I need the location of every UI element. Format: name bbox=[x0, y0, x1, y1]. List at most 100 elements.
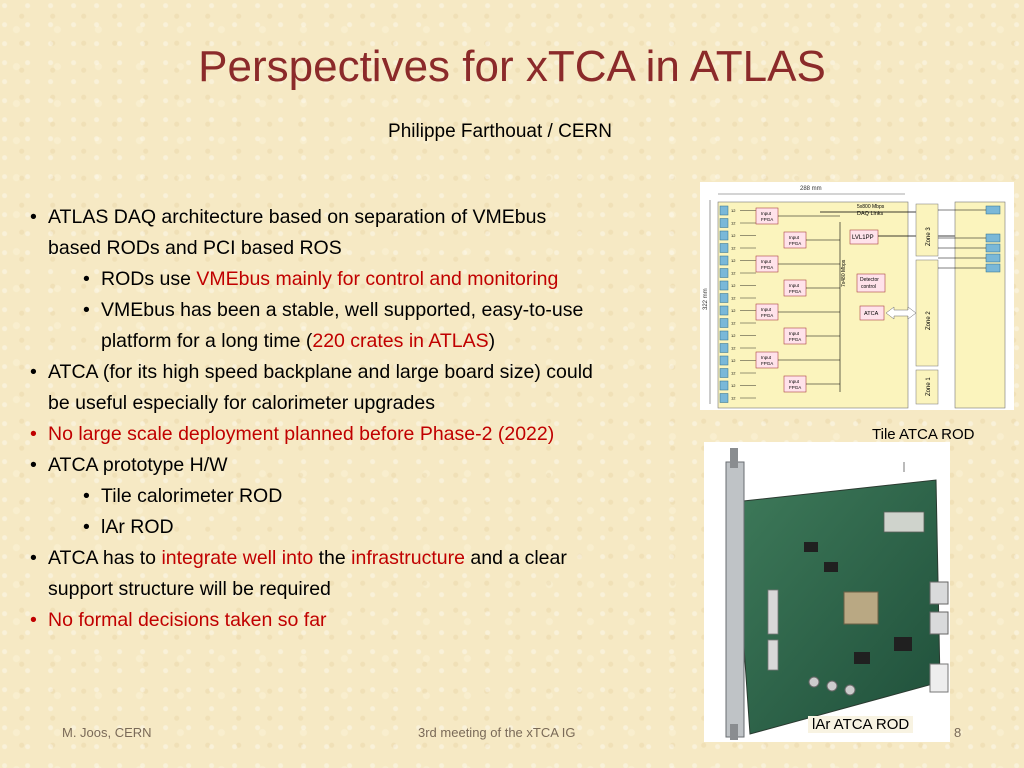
lvl1pp-block bbox=[849, 229, 879, 245]
output-connector bbox=[985, 205, 1001, 215]
input-connector bbox=[719, 205, 729, 216]
detector-control-block bbox=[856, 273, 886, 293]
detector-control-label-1: Detector bbox=[860, 277, 879, 283]
input-connector bbox=[719, 305, 729, 316]
bullet-text: integrate well into bbox=[161, 547, 314, 569]
lar-rod-caption: lAr ATCA ROD bbox=[808, 716, 914, 733]
bullet-text: Tile calorimeter ROD bbox=[101, 485, 283, 507]
bullet-marker: • bbox=[83, 299, 90, 321]
bullet-text: VMEbus mainly for control and monitoring bbox=[196, 268, 559, 290]
connector-tag: 12 bbox=[731, 221, 736, 226]
bullet-item: •ATCA (for its high speed backplane and … bbox=[26, 357, 696, 388]
sub-bullet-item: •VMEbus has been a stable, well supporte… bbox=[26, 295, 696, 326]
connector-tag: 12 bbox=[731, 246, 736, 251]
fpga-label-2: FPGA bbox=[761, 217, 773, 222]
input-connector bbox=[719, 293, 729, 303]
slide-subtitle: Philippe Farthouat / CERN bbox=[388, 121, 612, 142]
connector-tag: 12 bbox=[731, 296, 736, 301]
bullet-text: the bbox=[313, 547, 352, 569]
bullet-text: ATCA prototype H/W bbox=[48, 454, 228, 476]
bullet-text: 220 crates in ATLAS bbox=[312, 330, 489, 352]
bullet-text: be useful especially for calorimeter upg… bbox=[48, 392, 435, 414]
input-connector bbox=[719, 280, 729, 291]
bullet-marker: • bbox=[83, 268, 90, 290]
input-connector bbox=[719, 218, 729, 228]
zone1-label: Zone 1 bbox=[926, 377, 932, 396]
output-connector bbox=[985, 263, 1001, 273]
output-connectors bbox=[938, 205, 1001, 273]
bullet-marker: • bbox=[30, 454, 37, 476]
bullet-text: based RODs and PCI based ROS bbox=[48, 237, 342, 259]
input-connector bbox=[719, 393, 729, 403]
fpga-label-2: FPGA bbox=[789, 241, 801, 246]
bullet-item: •ATCA has to integrate well into the inf… bbox=[26, 543, 696, 574]
sub-bullet-item: platform for a long time (220 crates in … bbox=[26, 326, 696, 357]
bullet-marker: • bbox=[30, 423, 37, 445]
bullet-item: •No formal decisions taken so far bbox=[26, 605, 696, 636]
daq-links-rate: 5x800 Mbps bbox=[857, 204, 885, 210]
sub-bullet-item: • RODs use VMEbus mainly for control and … bbox=[26, 264, 696, 295]
bullet-marker: • bbox=[30, 206, 37, 228]
lar-rod-board-photo bbox=[704, 442, 950, 742]
sub-bullet-item: •Tile calorimeter ROD bbox=[26, 481, 696, 512]
bullet-item: • ATCA prototype H/W bbox=[26, 450, 696, 481]
fpga-label-1: Input bbox=[761, 355, 772, 360]
bullet-text: lAr ROD bbox=[101, 516, 174, 538]
fpga-label-1: Input bbox=[789, 283, 800, 288]
width-dimension-label: 288 mm bbox=[800, 186, 822, 192]
bullet-text: platform for a long time ( bbox=[101, 330, 313, 352]
lvl1pp-label: LVL1PP bbox=[852, 235, 874, 241]
bullet-marker: • bbox=[30, 609, 37, 631]
input-connector bbox=[719, 330, 729, 341]
connector-tag: 12 bbox=[731, 396, 736, 401]
input-connector bbox=[719, 343, 729, 353]
atca-block-label: ATCA bbox=[864, 311, 879, 317]
input-connector bbox=[719, 268, 729, 278]
connector-tag: 12 bbox=[731, 283, 736, 288]
input-connector bbox=[719, 318, 729, 328]
atca-block bbox=[859, 305, 885, 321]
fpga-label-2: FPGA bbox=[789, 337, 801, 342]
input-fpga-blocks: InputFPGAInputFPGAInputFPGAInputFPGAInpu… bbox=[755, 207, 840, 393]
tile-rod-caption: Tile ATCA ROD bbox=[872, 426, 975, 443]
bus-rate-label: 7x480 Mbps bbox=[841, 259, 847, 287]
fpga-label-1: Input bbox=[789, 379, 800, 384]
bullet-text: No large scale deployment planned before… bbox=[48, 423, 555, 445]
connector-tag: 12 bbox=[731, 308, 736, 313]
output-connector bbox=[985, 233, 1001, 243]
fpga-label-1: Input bbox=[761, 307, 772, 312]
input-connector bbox=[719, 355, 729, 366]
zone2-block bbox=[915, 259, 939, 367]
input-connector bbox=[719, 243, 729, 253]
fpga-label-1: Input bbox=[789, 331, 800, 336]
zone1-block bbox=[915, 369, 939, 405]
bullet-text: ATCA (for its high speed backplane and l… bbox=[48, 361, 593, 383]
rear-transition-module bbox=[954, 201, 1006, 409]
bullet-text: and a clear bbox=[464, 547, 567, 569]
connector-tag: 12 bbox=[731, 383, 736, 388]
bullet-text: support structure will be required bbox=[48, 578, 331, 600]
connector-tag: 12 bbox=[731, 371, 736, 376]
fpga-label-2: FPGA bbox=[789, 289, 801, 294]
detector-control-label-2: control bbox=[861, 284, 876, 290]
zone3-label: Zone 3 bbox=[926, 227, 932, 246]
bullet-marker: • bbox=[83, 516, 90, 538]
bullet-text: RODs use bbox=[101, 268, 197, 290]
connector-tag: 12 bbox=[731, 358, 736, 363]
bullet-item: • No large scale deployment planned befor… bbox=[26, 419, 696, 450]
connector-tag: 12 bbox=[731, 321, 736, 326]
zone3-block bbox=[915, 203, 939, 257]
bullet-marker: • bbox=[30, 547, 37, 569]
bullet-item: • ATLAS DAQ architecture based on separat… bbox=[26, 202, 696, 233]
fpga-label-2: FPGA bbox=[761, 265, 773, 270]
footer-page-number: 8 bbox=[954, 725, 962, 740]
bullet-item: be useful especially for calorimeter upg… bbox=[26, 388, 696, 419]
connector-tag: 12 bbox=[731, 208, 736, 213]
input-connector bbox=[719, 368, 729, 378]
rod-board bbox=[717, 201, 909, 409]
bullet-text: ATLAS DAQ architecture based on separati… bbox=[48, 206, 547, 228]
fpga-label-1: Input bbox=[789, 235, 800, 240]
connector-tag: 12 bbox=[731, 233, 736, 238]
fpga-label-1: Input bbox=[761, 259, 772, 264]
fpga-label-1: Input bbox=[761, 211, 772, 216]
